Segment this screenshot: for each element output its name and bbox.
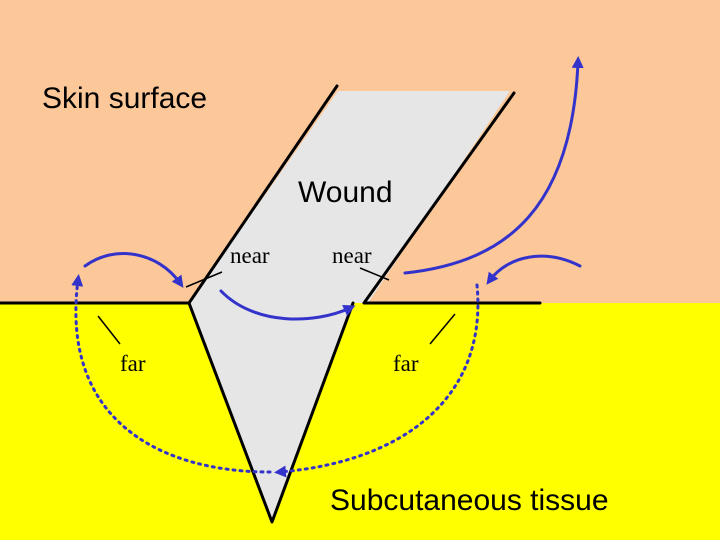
near-left-label: near xyxy=(230,243,270,268)
left-far-to-near-arrow xyxy=(83,252,184,288)
pointer-far-left xyxy=(97,315,121,345)
deep-suture-path xyxy=(71,274,480,478)
far-right-label: far xyxy=(393,351,419,376)
deep-arc-left xyxy=(71,274,272,474)
deep-arc-right xyxy=(274,283,480,478)
wound-label: Wound xyxy=(298,176,393,209)
skin-surface-label: Skin surface xyxy=(42,82,207,115)
skin-line-right xyxy=(362,91,542,305)
pointer-near-right xyxy=(359,267,390,281)
suture-arrows xyxy=(83,56,584,321)
wound-depth-edges xyxy=(187,301,355,524)
wound-outline xyxy=(0,84,542,524)
right-upward-arrow xyxy=(403,56,584,275)
pointer-near-left xyxy=(185,271,223,288)
near-to-near-arrow xyxy=(219,289,356,321)
subcutaneous-tissue-label: Subcutaneous tissue xyxy=(330,484,609,517)
pointer-far-right xyxy=(429,313,456,345)
pointer-lines xyxy=(97,267,456,345)
near-right-label: near xyxy=(332,243,372,268)
right-far-to-near-arrow xyxy=(486,254,582,285)
far-left-label: far xyxy=(120,351,146,376)
